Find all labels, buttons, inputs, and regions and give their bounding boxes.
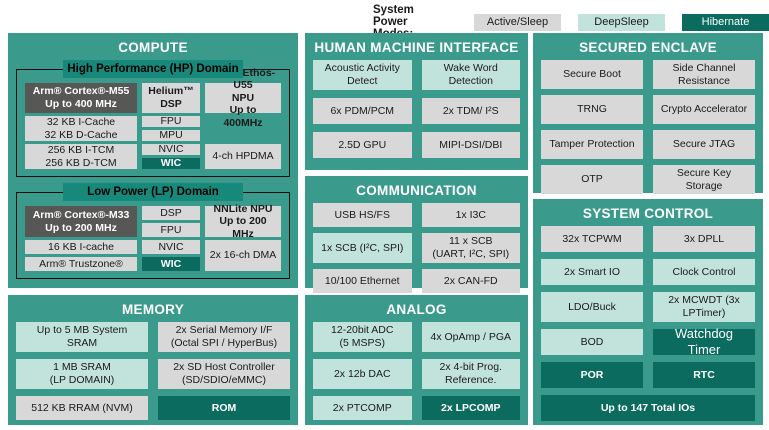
diagram-cell-otp: OTP (541, 165, 643, 194)
diagram-cell-dsp: DSP (142, 206, 200, 220)
diagram-cell-secure-boot: Secure Boot (541, 60, 643, 89)
memory-block: MEMORY Up to 5 MB System SRAM 2x Serial M… (8, 295, 298, 425)
diagram-cell-2x-mcwdt-3x-lptimer: 2x MCWDT (3x LPTimer) (653, 292, 755, 322)
diagram-cell-secure-jtag: Secure JTAG (653, 130, 755, 159)
secured-enclave-title: SECURED ENCLAVE (579, 40, 717, 55)
diagram-cell-4-ch-hpdma: 4-ch HPDMA (205, 144, 281, 169)
diagram-cell-mpu: MPU (142, 129, 200, 141)
diagram-cell-3x-dpll: 3x DPLL (653, 226, 755, 252)
diagram-cell-6x-pdm-pcm: 6x PDM/PCM (313, 98, 412, 124)
analog-title: ANALOG (386, 302, 447, 317)
system-control-title: SYSTEM CONTROL (582, 206, 714, 221)
diagram-cell-up-to-147-total-ios: Up to 147 Total IOs (541, 395, 755, 421)
hmi-cells: Acoustic Activity Detect Wake Word Detect… (313, 60, 520, 158)
communication-cells: USB HS/FS 1x I3C 1x SCB (I²C, SPI) 11 x SCB… (313, 203, 520, 293)
diagram-cell-1-mb-sram-lp-domain: 1 MB SRAM (LP DOMAIN) (16, 359, 148, 389)
lp-domain-box: Arm® Cortex®-M33 Up to 200 MHz DSP FPU NNLi… (16, 192, 290, 279)
diagram-cell-nvic: NVIC (142, 240, 200, 254)
diagram-cell-2x-12b-dac: 2x 12b DAC (313, 359, 412, 389)
diagram-cell-tamper-protection: Tamper Protection (541, 130, 643, 159)
diagram-cell-2x-can-fd: 2x CAN-FD (421, 269, 520, 293)
diagram-cell-nnlite-npu-up-to-200-mhz: NNLite NPU Up to 200 MHz (205, 203, 281, 240)
compute-block: COMPUTE High Performance (HP) Domain Arm… (8, 33, 298, 288)
system-control-block: SYSTEM CONTROL 32x TCPWM 3x DPLL 2x Smart … (533, 199, 763, 425)
compute-title: COMPUTE (118, 40, 188, 55)
diagram-cell-trng: TRNG (541, 95, 643, 124)
analog-cells: 12-20bit ADC (5 MSPS) 4x OpAmp / PGA 2x 12… (313, 322, 520, 420)
diagram-cell-2x-sd-host-controller-sd-sdio-emmc: 2x SD Host Controller (SD/SDIO/eMMC) (158, 359, 290, 389)
diagram-cell-usb-hs-fs: USB HS/FS (313, 203, 412, 227)
legend-chip-hibernate: Hibernate (682, 13, 769, 31)
diagram-cell-1x-scb-i-c-spi: 1x SCB (I²C, SPI) (313, 233, 412, 263)
diagram-cell-2x-tdm-i-s: 2x TDM/ I²S (421, 98, 520, 124)
diagram-cell-side-channel-resistance: Side Channel Resistance (653, 60, 755, 89)
diagram-cell-32-kb-i-cache-32-kb-d-cache: 32 KB I-Cache 32 KB D-Cache (25, 116, 137, 141)
diagram-cell-mipi-dsi-dbi: MIPI-DSI/DBI (421, 132, 520, 158)
diagram-cell-wake-word-detection: Wake Word Detection (421, 60, 520, 90)
legend-chip-deepsleep: DeepSleep (578, 13, 665, 31)
diagram-cell-11-x-scb-uart-i-c-spi: 11 x SCB (UART, I²C, SPI) (421, 233, 520, 263)
analog-block: ANALOG 12-20bit ADC (5 MSPS) 4x OpAmp / P… (305, 295, 528, 425)
hmi-title: HUMAN MACHINE INTERFACE (314, 40, 519, 55)
diagram-cell-2x-smart-io: 2x Smart IO (541, 259, 643, 285)
diagram-cell-arm-cortex-m33-up-to-200-mhz: Arm® Cortex®-M33 Up to 200 MHz (25, 206, 137, 237)
diagram-cell-16-kb-i-cache: 16 KB I-cache (25, 240, 137, 254)
diagram-cell-nvic: NVIC (142, 143, 200, 155)
diagram-cell-arm-trustzone: Arm® Trustzone® (25, 257, 137, 271)
hp-domain-title: High Performance (HP) Domain (62, 60, 244, 78)
power-modes-legend: System Power Modes: Active/SleepDeepSlee… (373, 4, 769, 40)
diagram-cell-32x-tcpwm: 32x TCPWM (541, 226, 643, 252)
memory-cells: Up to 5 MB System SRAM 2x Serial Memory I… (16, 322, 290, 420)
diagram-cell-12-20bit-adc-5-msps: 12-20bit ADC (5 MSPS) (313, 322, 412, 352)
lp-domain-title: Low Power (LP) Domain (62, 183, 244, 201)
human-machine-interface-block: HUMAN MACHINE INTERFACE Acoustic Activit… (305, 33, 528, 170)
diagram-cell-2x-16-ch-dma: 2x 16-ch DMA (205, 240, 281, 271)
memory-title: MEMORY (121, 302, 185, 317)
diagram-cell-2x-lpcomp: 2x LPCOMP (421, 396, 520, 420)
diagram-cell-1x-i3c: 1x I3C (421, 203, 520, 227)
diagram-cell-up-to-5-mb-system-sram: Up to 5 MB System SRAM (16, 322, 148, 352)
legend-chips: Active/Sleep DeepSleep Hibernate (474, 13, 769, 31)
diagram-cell-arm-cortex-m55-up-to-400-mhz: Arm® Cortex®-M55 Up to 400 MHz (25, 83, 137, 113)
communication-title: COMMUNICATION (356, 183, 477, 198)
diagram-cell-fpu: FPU (142, 115, 200, 127)
diagram-cell-256-kb-i-tcm-256-kb-d-tcm: 256 KB I-TCM 256 KB D-TCM (25, 144, 137, 169)
diagram-cell-crypto-accelerator: Crypto Accelerator (653, 95, 755, 124)
diagram-cell-por: POR (541, 362, 643, 388)
diagram-cell-rom: ROM (158, 396, 290, 420)
diagram-cell-helium-dsp: Helium™ DSP (142, 83, 200, 113)
system-control-cells: 32x TCPWM 3x DPLL 2x Smart IO Clock Control… (541, 226, 755, 421)
diagram-cell-10-100-ethernet: 10/100 Ethernet (313, 269, 412, 293)
communication-block: COMMUNICATION USB HS/FS 1x I3C 1x SCB (I²C… (305, 176, 528, 293)
diagram-cell-wic: WIC (142, 257, 200, 271)
diagram-cell-acoustic-activity-detect: Acoustic Activity Detect (313, 60, 412, 90)
diagram-cell-2x-ptcomp: 2x PTCOMP (313, 396, 412, 420)
diagram-cell-2-5d-gpu: 2.5D GPU (313, 132, 412, 158)
secured-enclave-block: SECURED ENCLAVE Secure Boot Side Channel … (533, 33, 763, 194)
diagram-cell-rtc: RTC (653, 362, 755, 388)
diagram-cell-wic: WIC (142, 157, 200, 169)
diagram-cell-4x-opamp-pga: 4x OpAmp / PGA (421, 322, 520, 352)
diagram-cell-fpu: FPU (142, 223, 200, 237)
diagram-cell-ldo-buck: LDO/Buck (541, 292, 643, 322)
legend-chip-active-sleep: Active/Sleep (474, 13, 561, 31)
diagram-cell-2x-4-bit-prog-reference: 2x 4-bit Prog. Reference. (421, 359, 520, 389)
diagram-cell-secure-key-storage: Secure Key Storage (653, 165, 755, 194)
diagram-cell-2x-serial-memory-i-f-octal-spi-hyperbus: 2x Serial Memory I/F (Octal SPI / HyperB… (158, 322, 290, 352)
diagram-cell-arm-ethos-u55-npu-up-to-400mhz: Arm® Ethos-U55 NPU Up to 400MHz (205, 67, 281, 129)
diagram-cell-512-kb-rram-nvm: 512 KB RRAM (NVM) (16, 396, 148, 420)
diagram-cell-watchdog-timer: Watchdog Timer (653, 326, 755, 357)
diagram-cell-clock-control: Clock Control (653, 259, 755, 285)
diagram-cell-bod: BOD (541, 329, 643, 355)
